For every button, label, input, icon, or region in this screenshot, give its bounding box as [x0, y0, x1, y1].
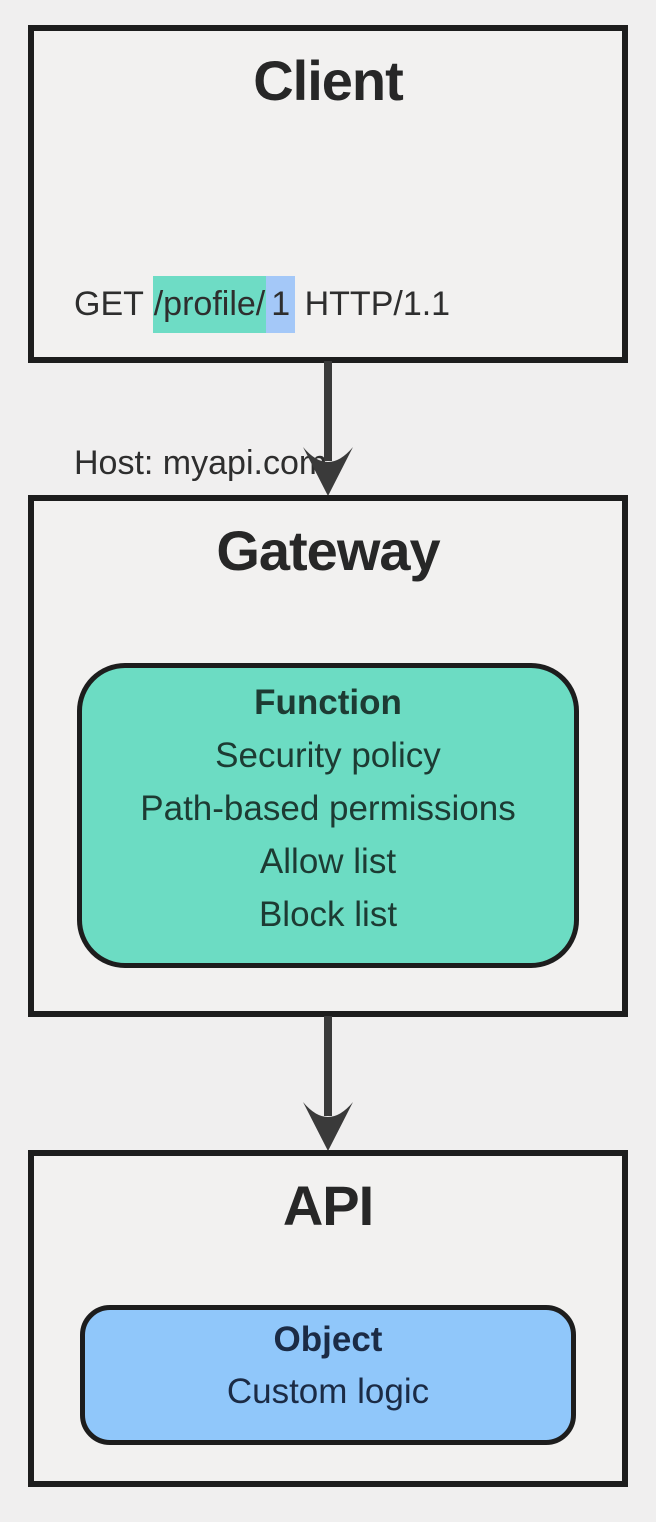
function-box-item: Block list — [258, 895, 398, 934]
object-box: Object Custom logic — [80, 1305, 576, 1445]
object-box-title: Object — [273, 1320, 383, 1359]
arrow-down-icon — [303, 1016, 353, 1151]
function-box-title: Function — [254, 683, 402, 722]
function-box-item: Allow list — [259, 842, 397, 881]
object-box-item: Custom logic — [226, 1372, 430, 1411]
request-method: GET — [74, 285, 153, 323]
function-box: Function Security policy Path-based perm… — [77, 663, 579, 968]
host-line: Host: myapi.com — [74, 444, 328, 482]
function-box-item: Path-based permissions — [140, 789, 516, 828]
gateway-node-title: Gateway — [216, 519, 440, 582]
function-box-item: Security policy — [215, 736, 441, 775]
api-node-title: API — [282, 1174, 374, 1237]
client-node: Client GET /profile/1 HTTP/1.1 Host: mya… — [28, 25, 628, 641]
client-node-title: Client — [253, 49, 404, 112]
arrow-down-icon — [303, 361, 353, 496]
request-protocol: HTTP/1.1 — [295, 285, 451, 323]
request-id-highlight: 1 — [266, 276, 296, 333]
request-line: GET /profile/1 HTTP/1.1 — [74, 276, 458, 333]
api-node: API Object Custom logic — [28, 1150, 628, 1487]
gateway-node: Gateway Function Security policy Path-ba… — [28, 495, 628, 1017]
request-path-highlight: /profile/ — [152, 276, 267, 333]
